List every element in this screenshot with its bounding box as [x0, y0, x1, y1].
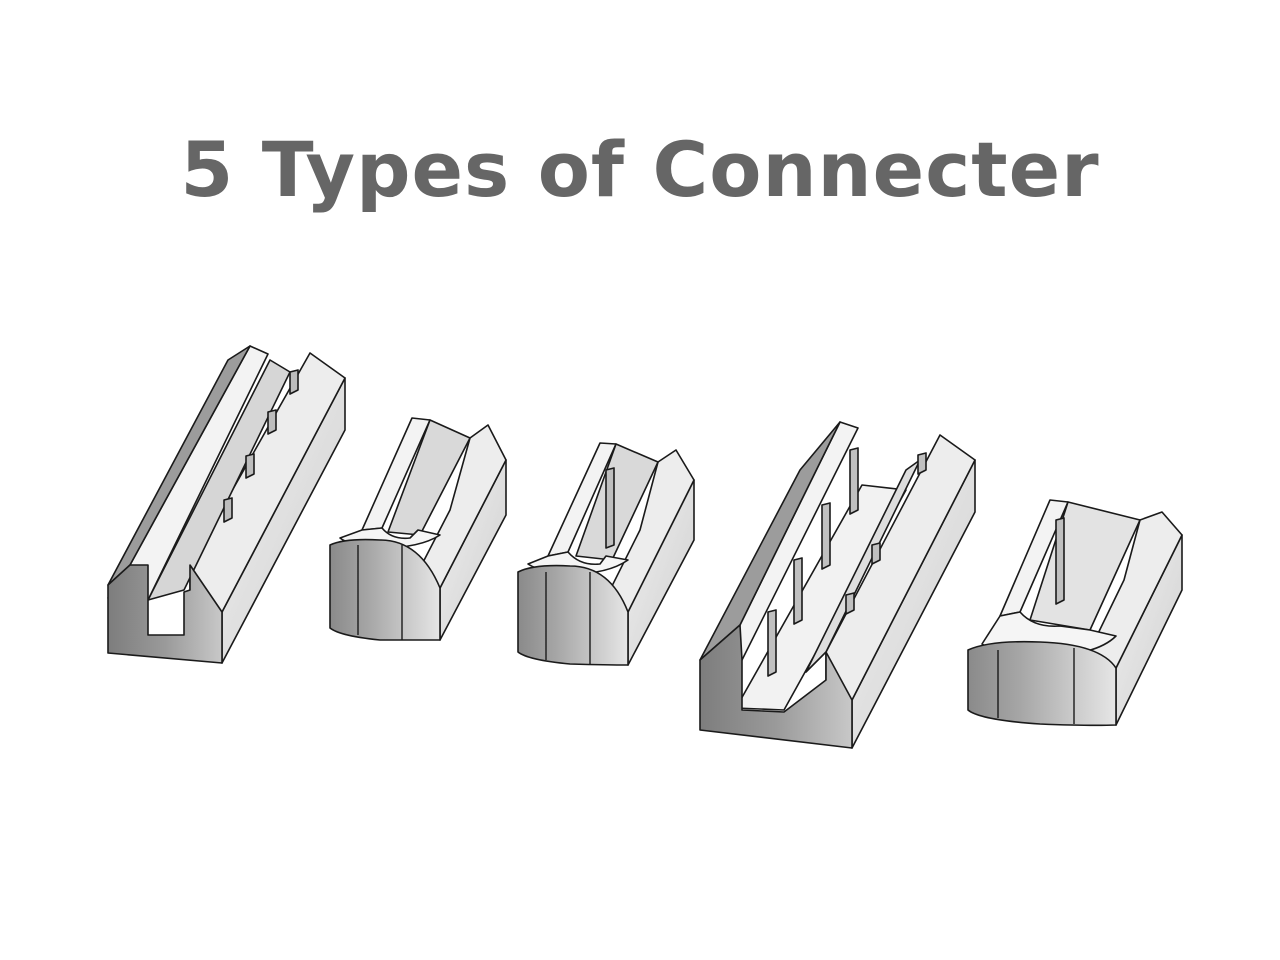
connector-long-straight-channel	[107, 345, 346, 664]
connector-short-u-clip	[329, 417, 507, 641]
page-title: 5 Types of Connecter	[180, 125, 1100, 214]
connector-short-u-clip-ridged	[517, 442, 695, 666]
connector-long-wide-channel	[699, 421, 976, 749]
connector-short-wide-u-clip	[967, 499, 1183, 727]
